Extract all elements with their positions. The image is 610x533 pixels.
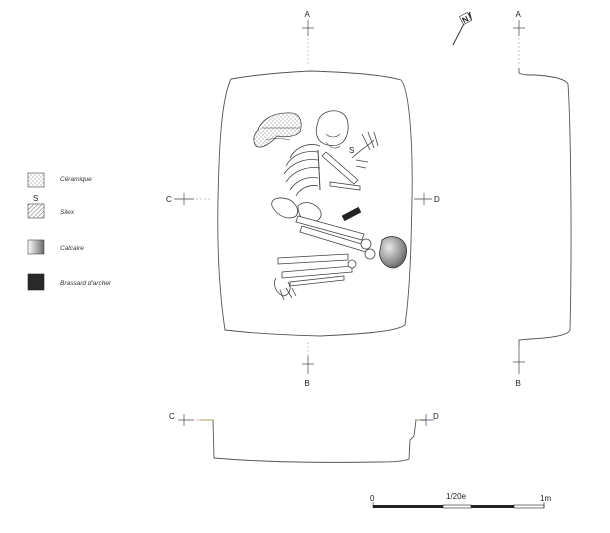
legend: Céramique S Silex Calcaire Brassard d'ar… — [27, 172, 112, 291]
north-arrow-icon: N — [452, 11, 472, 46]
legend-item-flint: S Silex — [27, 194, 75, 219]
limestone-swatch — [27, 239, 45, 255]
marker-a-top-label: A — [305, 10, 311, 19]
section-marker-b-bottom — [302, 342, 314, 374]
legend-item-wristguard: Brassard d'archer — [27, 273, 112, 291]
pelvis — [271, 197, 298, 219]
section-marker-d-section — [420, 414, 434, 426]
section-marker-b-right — [513, 346, 525, 374]
scale-end-label: 1m — [540, 494, 551, 503]
legend-flint-symbol: S — [33, 194, 38, 203]
marker-d-right-label: D — [434, 195, 440, 204]
cross-section-profile — [200, 419, 426, 463]
scale-start-label: 0 — [370, 494, 375, 503]
section-marker-a-top — [302, 20, 314, 66]
north-label: N — [461, 14, 471, 25]
grave-pit-outline — [217, 70, 413, 337]
scale-bar — [372, 502, 545, 509]
marker-d-section-label: D — [433, 412, 439, 421]
legend-label-limestone: Calcaire — [60, 245, 84, 252]
flint-symbol: S — [349, 146, 354, 155]
ceramic-vessel — [253, 112, 302, 148]
marker-b-bottom-label: B — [305, 379, 310, 388]
longitudinal-section-profile — [518, 68, 572, 346]
marker-b-right-label: B — [516, 379, 521, 388]
archers-wristguard — [341, 206, 362, 222]
scale-mid-label: 1/20e — [446, 492, 467, 501]
legend-item-limestone: Calcaire — [27, 239, 84, 255]
limestone-block — [379, 236, 407, 269]
marker-c-section-label: C — [169, 412, 175, 421]
section-marker-c-left — [174, 193, 212, 205]
skull — [315, 110, 349, 146]
skeleton-drawing — [253, 110, 379, 301]
section-marker-c-section — [178, 414, 194, 426]
wristguard-swatch — [27, 273, 45, 291]
legend-label-flint: Silex — [60, 209, 75, 216]
ceramic-swatch — [27, 172, 45, 188]
section-marker-d-right — [414, 193, 432, 205]
section-marker-a-right — [513, 20, 525, 66]
legend-label-ceramic: Céramique — [60, 176, 92, 183]
flint-swatch — [27, 203, 45, 219]
marker-c-left-label: C — [166, 195, 172, 204]
legend-item-ceramic: Céramique — [27, 172, 92, 188]
marker-a-right-label: A — [516, 10, 522, 19]
legend-label-wristguard: Brassard d'archer — [60, 280, 112, 287]
